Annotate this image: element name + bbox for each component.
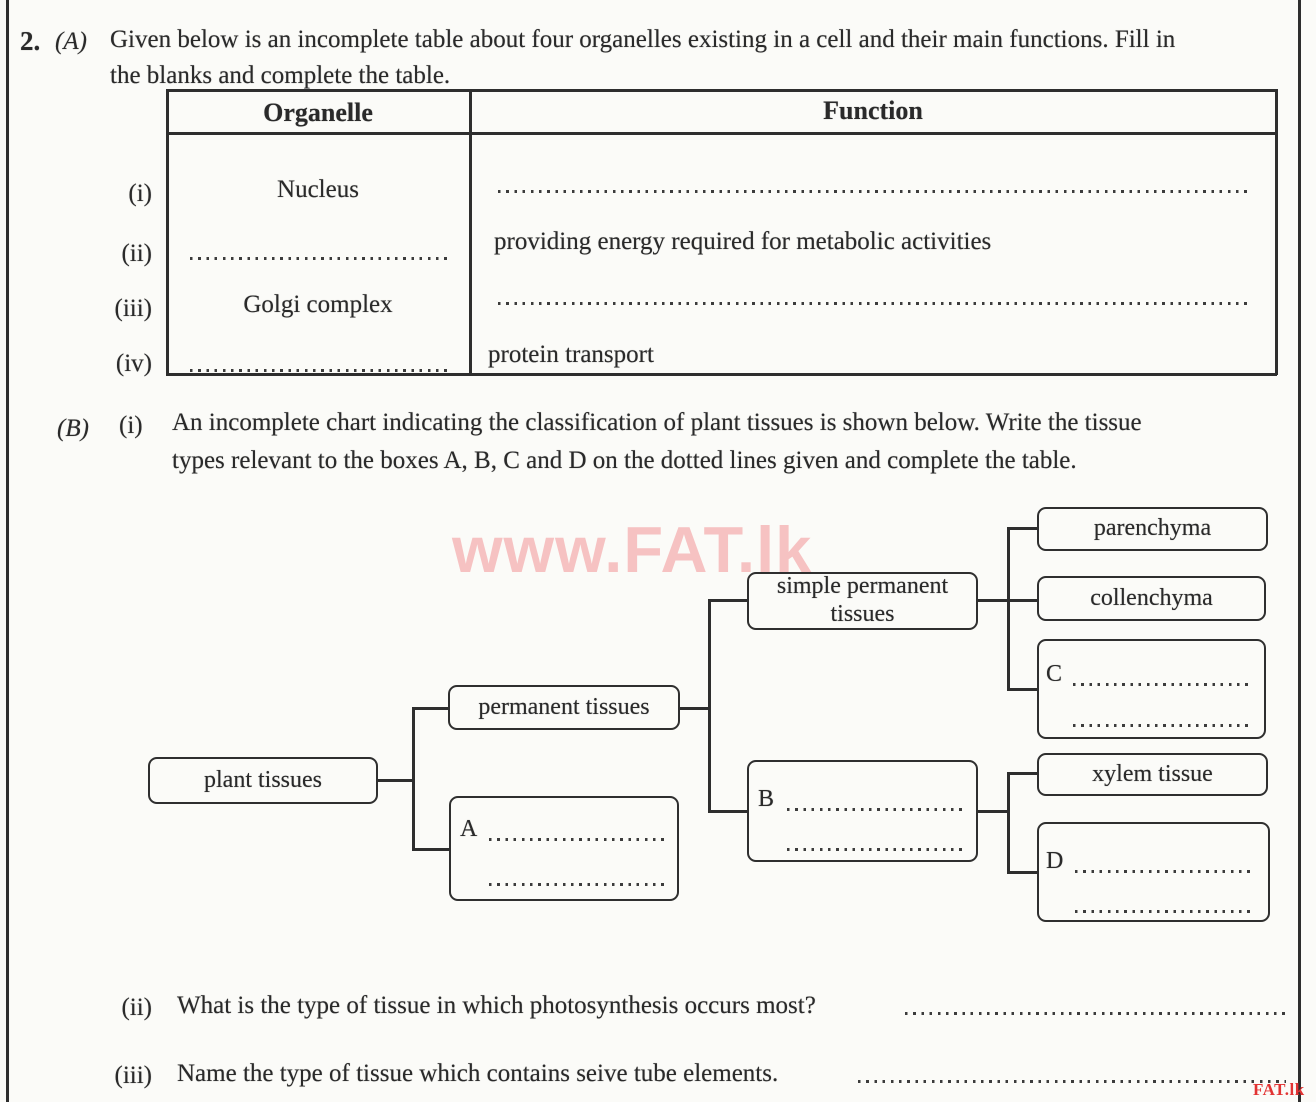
connector-junction4-v [1007,772,1010,873]
connector-root-h [378,779,414,782]
footer-site-mark: FAT.lk [1253,1080,1305,1099]
table-top-border [166,89,1277,92]
connector-a-h [412,848,451,851]
node-d-blank-line2 [1075,910,1255,913]
node-a-blank-line1 [489,838,664,841]
part-b-prompt-line1: An incomplete chart indicating the class… [172,409,1142,436]
node-simple-permanent-label-line1: simple permanent [776,573,949,600]
function-blank-iii [498,302,1250,305]
node-a-blank: A [449,796,679,901]
node-b-letter: B [758,786,775,812]
organelle-cell-iii: Golgi complex [243,291,393,318]
node-collenchyma: collenchyma [1037,576,1266,621]
organelle-blank-iv [190,369,448,372]
function-cell-iv: protein transport [488,341,654,368]
question-ii-answer-blank [905,1012,1285,1015]
node-c-blank-line1 [1073,683,1253,686]
node-b-blank-line1 [787,808,965,811]
connector-permanent-out [680,707,710,710]
table-row-label-ii: (ii) [121,240,152,267]
table-row-label-i: (i) [128,180,152,207]
connector-d-h [1007,871,1039,874]
table-header-function: Function [823,96,923,125]
question-iii-label: (iii) [114,1062,153,1089]
part-a-prompt-line2: the blanks and complete the table. [110,62,451,89]
table-bottom-border [166,373,1277,376]
part-a-prompt-line1: Given below is an incomplete table about… [110,26,1176,53]
question-iii-text: Name the type of tissue which contains s… [177,1060,779,1087]
question-iii-answer-blank [858,1080,1286,1083]
node-c-letter: C [1046,661,1063,687]
node-xylem-tissue: xylem tissue [1037,753,1268,796]
connector-junction3-v [1007,527,1010,691]
node-xylem-tissue-label: xylem tissue [1092,760,1213,787]
page-right-border [1298,0,1301,1102]
function-blank-i [498,190,1250,193]
node-a-letter: A [460,816,478,842]
table-header-organelle: Organelle [263,98,373,127]
connector-junction1-v [412,707,415,851]
node-a-blank-line2 [489,883,664,886]
connector-b-out [976,810,1009,813]
table-header-divider [166,132,1277,135]
node-c-blank-line2 [1073,724,1253,727]
node-c-blank: C [1037,639,1266,739]
node-plant-tissues: plant tissues [148,757,378,804]
question-number: 2. [20,26,41,56]
connector-c-h [1007,688,1039,691]
connector-xylem-h [1007,772,1039,775]
question-ii-label: (ii) [121,994,152,1021]
connector-permanent-h [412,707,450,710]
question-ii-text: What is the type of tissue in which phot… [177,992,816,1019]
node-plant-tissues-label: plant tissues [204,766,322,793]
part-b-prompt-line2: types relevant to the boxes A, B, C and … [172,447,1077,474]
node-parenchyma: parenchyma [1037,507,1268,551]
node-d-blank-line1 [1075,870,1255,873]
part-a-label: (A) [55,28,87,55]
part-b-label: (B) [57,415,89,442]
node-permanent-tissues: permanent tissues [448,685,680,730]
part-b-item-i-label: (i) [119,412,143,439]
table-left-border [166,89,169,375]
connector-b-h [708,810,749,813]
connector-junction2-v [708,599,711,813]
organelle-cell-i: Nucleus [277,176,359,203]
node-d-blank: D [1037,822,1270,922]
organelle-blank-ii [190,257,448,260]
table-row-label-iii: (iii) [114,295,153,322]
node-collenchyma-label: collenchyma [1090,584,1213,611]
node-b-blank-line2 [787,848,965,851]
table-right-border [1275,89,1278,375]
node-d-letter: D [1046,848,1064,874]
connector-parenchyma-h [1007,527,1039,530]
node-simple-permanent-label-line2: tissues [830,601,895,627]
node-b-blank: B [747,760,978,862]
connector-simple-h [708,599,749,602]
node-permanent-tissues-label: permanent tissues [478,693,650,720]
page-left-border [6,0,9,1102]
table-row-label-iv: (iv) [115,350,152,377]
table-column-divider [469,89,472,375]
node-simple-permanent: simple permanent tissues [747,572,978,630]
function-cell-ii: providing energy required for metabolic … [494,228,992,255]
node-parenchyma-label: parenchyma [1093,515,1212,542]
